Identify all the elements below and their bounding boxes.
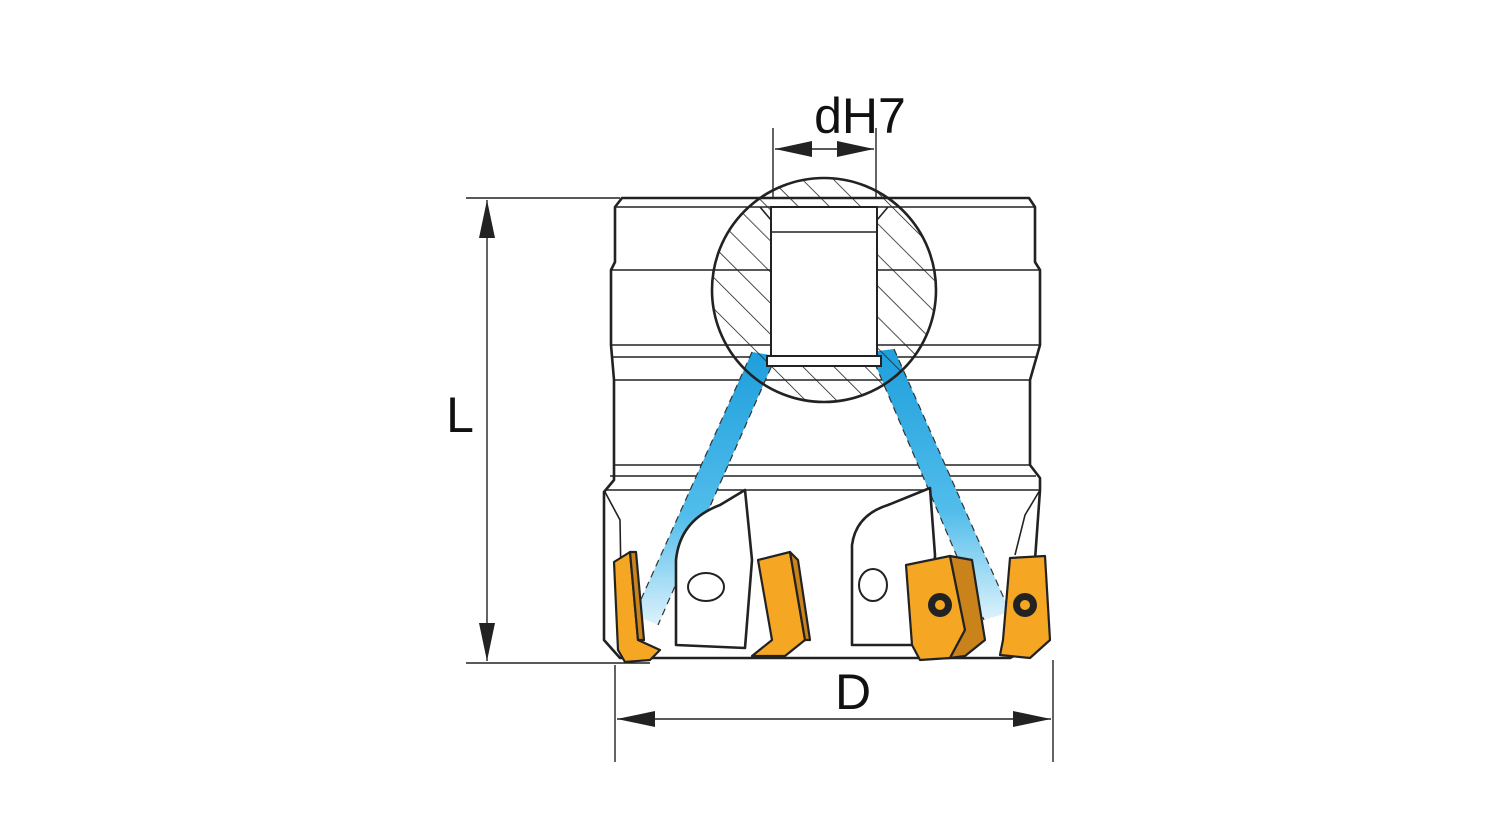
- insert-3-side: [948, 554, 987, 660]
- bore-label: dH7: [814, 88, 906, 144]
- bore-dimension: dH7: [772, 88, 906, 197]
- insert-1-side: [628, 550, 646, 642]
- diameter-label: D: [835, 664, 871, 720]
- arrowhead-icon: [479, 200, 495, 238]
- arrowhead-icon: [837, 141, 874, 157]
- pocket-hole: [687, 572, 725, 602]
- arrowhead-icon: [617, 711, 655, 727]
- arrowhead-icon: [775, 141, 812, 157]
- inserts: [612, 550, 1052, 664]
- diameter-dimension: D: [614, 660, 1054, 762]
- torx-screw-icon: [1013, 593, 1037, 617]
- length-label: L: [446, 387, 474, 443]
- arrowhead-icon: [1013, 711, 1051, 727]
- torx-screw-icon: [928, 593, 952, 617]
- pocket-hole: [858, 568, 888, 602]
- insert-2-side: [788, 550, 812, 642]
- arrowhead-icon: [479, 623, 495, 661]
- coolant-channel-right: [870, 349, 1010, 620]
- coolant-channel-left: [634, 352, 776, 625]
- length-dimension: L: [446, 197, 650, 664]
- bore-section: [710, 176, 938, 404]
